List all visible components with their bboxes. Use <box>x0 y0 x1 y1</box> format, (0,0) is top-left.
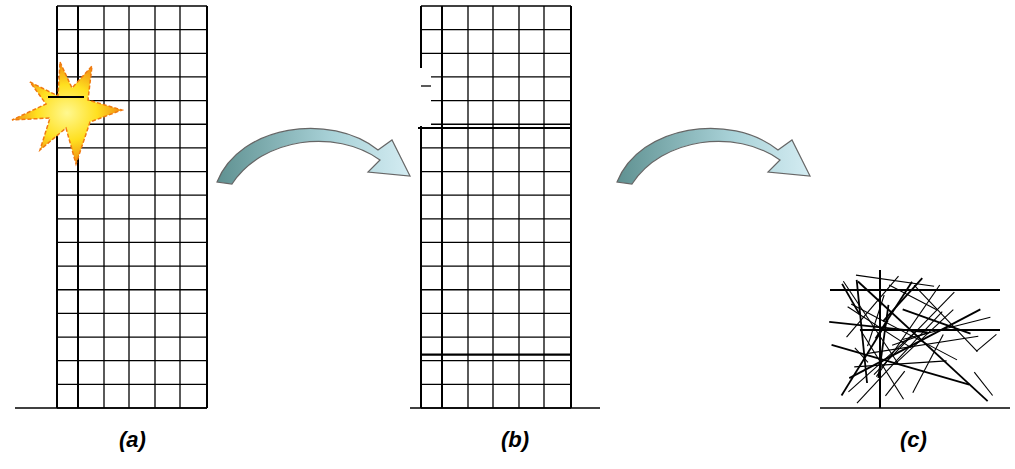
stroke <box>857 280 867 383</box>
stroke <box>57 76 207 77</box>
stroke <box>830 289 1000 291</box>
stroke <box>467 6 468 408</box>
stroke <box>420 126 422 408</box>
stroke <box>57 5 207 6</box>
stroke <box>913 335 943 393</box>
stroke <box>976 334 996 351</box>
stroke <box>57 384 207 385</box>
stroke <box>885 371 904 396</box>
panel-label: (c) <box>900 427 927 453</box>
stroke <box>57 53 207 54</box>
stroke <box>431 76 571 77</box>
stroke <box>570 6 572 408</box>
stroke <box>421 171 571 172</box>
stroke <box>876 282 912 339</box>
panel-label: (b) <box>501 427 529 453</box>
stroke <box>56 6 58 408</box>
stroke <box>829 322 927 333</box>
stroke <box>441 6 443 408</box>
stroke <box>889 285 937 310</box>
panel-label: (a) <box>119 427 146 453</box>
stroke <box>128 6 129 408</box>
stroke <box>842 284 860 315</box>
stroke <box>832 345 970 385</box>
stroke <box>903 317 991 339</box>
stroke <box>421 384 571 385</box>
stroke <box>103 6 104 408</box>
stroke <box>431 100 571 101</box>
stroke <box>77 6 79 408</box>
stroke <box>154 6 155 408</box>
stroke <box>57 313 207 314</box>
stroke <box>57 29 207 30</box>
stroke <box>418 127 571 129</box>
stroke <box>543 6 544 408</box>
stroke <box>410 407 600 409</box>
explosion <box>12 62 122 164</box>
stroke <box>421 360 571 361</box>
stroke <box>421 242 571 243</box>
stroke <box>518 6 519 408</box>
stroke <box>421 29 571 30</box>
stroke <box>421 147 571 148</box>
stroke <box>421 289 571 290</box>
stroke <box>421 85 431 86</box>
stroke <box>431 124 571 125</box>
stroke <box>57 265 207 266</box>
stroke <box>892 332 930 345</box>
stroke <box>849 309 980 378</box>
stroke <box>57 289 207 290</box>
transition-arrow <box>617 128 810 184</box>
stroke <box>15 407 207 409</box>
stroke <box>421 53 571 54</box>
stroke <box>421 5 571 6</box>
stroke <box>421 218 571 219</box>
stroke <box>895 310 953 364</box>
stroke <box>492 6 493 408</box>
transition-arrow <box>217 128 410 184</box>
stroke <box>57 360 207 361</box>
stroke <box>820 407 1010 409</box>
stroke <box>206 6 208 408</box>
stroke <box>848 330 917 392</box>
stroke <box>974 372 992 395</box>
stroke <box>421 354 571 356</box>
building-damaged <box>410 6 600 408</box>
stroke <box>179 6 180 408</box>
stroke <box>421 265 571 266</box>
rubble-pile <box>820 270 1010 408</box>
stroke <box>57 171 207 172</box>
stroke <box>421 336 571 337</box>
stroke <box>878 305 888 378</box>
stroke <box>57 218 207 219</box>
stroke <box>57 195 207 196</box>
stroke <box>421 313 571 314</box>
stroke <box>57 336 207 337</box>
stroke <box>57 242 207 243</box>
stroke <box>420 6 422 68</box>
stroke <box>421 195 571 196</box>
building-intact <box>15 6 207 408</box>
